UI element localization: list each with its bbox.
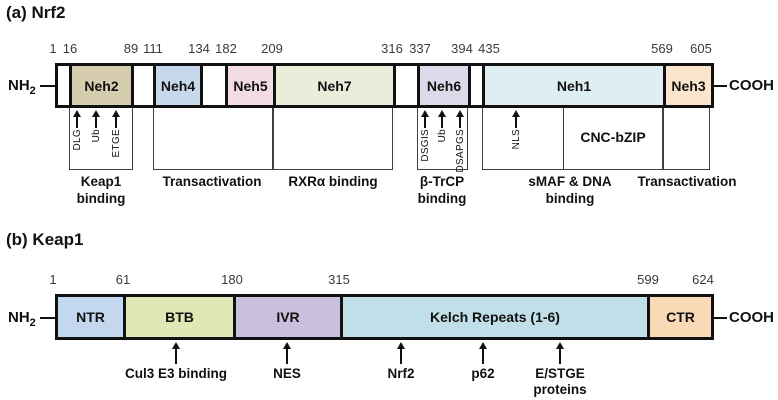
marker-p62: p62 <box>471 366 495 381</box>
tick-a-89: 89 <box>123 41 139 56</box>
marker-nrf2: Nrf2 <box>387 366 415 381</box>
domain-neh2: Neh2 <box>69 63 134 108</box>
domain-btb: BTB <box>123 294 236 340</box>
domain-ntr: NTR <box>55 294 126 340</box>
up-arrow-icon <box>512 110 520 128</box>
motif-ub-neh2: Ub <box>88 110 104 168</box>
up-arrow-icon <box>283 342 291 364</box>
up-arrow-icon <box>456 110 464 128</box>
tick-b-1: 1 <box>49 272 57 287</box>
tick-a-337: 337 <box>409 41 431 56</box>
up-arrow-icon <box>73 110 81 128</box>
panel-b-title: (b) Keap1 <box>6 230 84 249</box>
tick-b-180: 180 <box>221 272 243 287</box>
motif-dsapgs: DSAPGS <box>452 110 468 172</box>
bracket-transactivation-2 <box>663 108 710 170</box>
tick-a-134: 134 <box>188 41 210 56</box>
n-terminus-connector-a <box>40 85 55 87</box>
tick-a-316: 316 <box>381 41 403 56</box>
tick-b-61: 61 <box>115 272 131 287</box>
up-arrow-icon <box>172 342 180 364</box>
tick-a-569: 569 <box>651 41 673 56</box>
bracket-keap1-binding <box>69 108 133 170</box>
tick-a-394: 394 <box>451 41 473 56</box>
motif-etge: ETGE <box>108 110 124 168</box>
domain-neh6: Neh6 <box>417 63 471 108</box>
n-terminus-connector-b <box>40 317 55 319</box>
domain-ivr: IVR <box>233 294 343 340</box>
marker-nes: NES <box>273 366 301 381</box>
function-keap1-binding: Keap1 binding <box>76 174 126 206</box>
panel-a-title: (a) Nrf2 <box>6 3 66 22</box>
domain-neh4: Neh4 <box>153 63 203 108</box>
up-arrow-icon <box>397 342 405 364</box>
motif-nls: NLS <box>508 110 524 168</box>
tick-a-209: 209 <box>261 41 283 56</box>
up-arrow-icon <box>92 110 100 128</box>
domain-neh3: Neh3 <box>663 63 714 108</box>
c-terminus-connector-a <box>713 85 727 87</box>
tick-a-1: 1 <box>49 41 57 56</box>
cnc-bzip-label: CNC-bZIP <box>580 129 646 145</box>
motif-dlg: DLG <box>69 110 85 168</box>
up-arrow-icon <box>112 110 120 128</box>
tick-a-182: 182 <box>215 41 237 56</box>
function-rxra-binding: RXRα binding <box>288 174 378 189</box>
marker-cul3-e3-binding: Cul3 E3 binding <box>124 366 228 381</box>
tick-b-599: 599 <box>637 272 659 287</box>
segment-gap <box>200 63 228 108</box>
tick-a-605: 605 <box>690 41 712 56</box>
c-terminus-label-a: COOH <box>729 77 774 94</box>
function-transactivation-1: Transactivation <box>162 174 262 189</box>
tick-a-111: 111 <box>143 41 163 56</box>
bracket-btrcp-binding <box>417 108 468 170</box>
function-btrcp-binding: β-TrCP binding <box>417 174 467 206</box>
domain-ctr: CTR <box>647 294 714 340</box>
domain-neh7: Neh7 <box>273 63 396 108</box>
function-transactivation-2: Transactivation <box>637 174 737 189</box>
segment-gap <box>393 63 420 108</box>
motif-ub-neh6: Ub <box>434 110 450 168</box>
nrf2-domain-bar: Neh2 Neh4 Neh5 Neh7 Neh6 Neh1 Neh3 <box>55 63 714 108</box>
tick-a-435: 435 <box>478 41 500 56</box>
n-terminus-label-b: NH2 <box>8 309 36 329</box>
up-arrow-icon <box>421 110 429 128</box>
domain-kelch: Kelch Repeats (1-6) <box>340 294 650 340</box>
up-arrow-icon <box>556 342 564 364</box>
tick-a-16: 16 <box>62 41 78 56</box>
bracket-smaf-divider <box>563 108 564 170</box>
c-terminus-connector-b <box>713 317 727 319</box>
tick-b-315: 315 <box>328 272 350 287</box>
n-terminus-label-a: NH2 <box>8 77 36 97</box>
up-arrow-icon <box>438 110 446 128</box>
marker-estge-proteins: E/STGE proteins <box>533 366 587 397</box>
keap1-domain-bar: NTR BTB IVR Kelch Repeats (1-6) CTR <box>55 294 714 340</box>
domain-neh1: Neh1 <box>482 63 666 108</box>
bracket-rxra-binding <box>273 108 393 170</box>
c-terminus-label-b: COOH <box>729 309 774 326</box>
tick-b-624: 624 <box>692 272 714 287</box>
bracket-transactivation <box>153 108 273 170</box>
up-arrow-icon <box>479 342 487 364</box>
bracket-smaf-dna <box>482 108 663 170</box>
function-smaf-dna-binding: sMAF & DNA binding <box>528 174 612 206</box>
motif-dsgis: DSGIS <box>417 110 433 168</box>
domain-neh5: Neh5 <box>225 63 276 108</box>
